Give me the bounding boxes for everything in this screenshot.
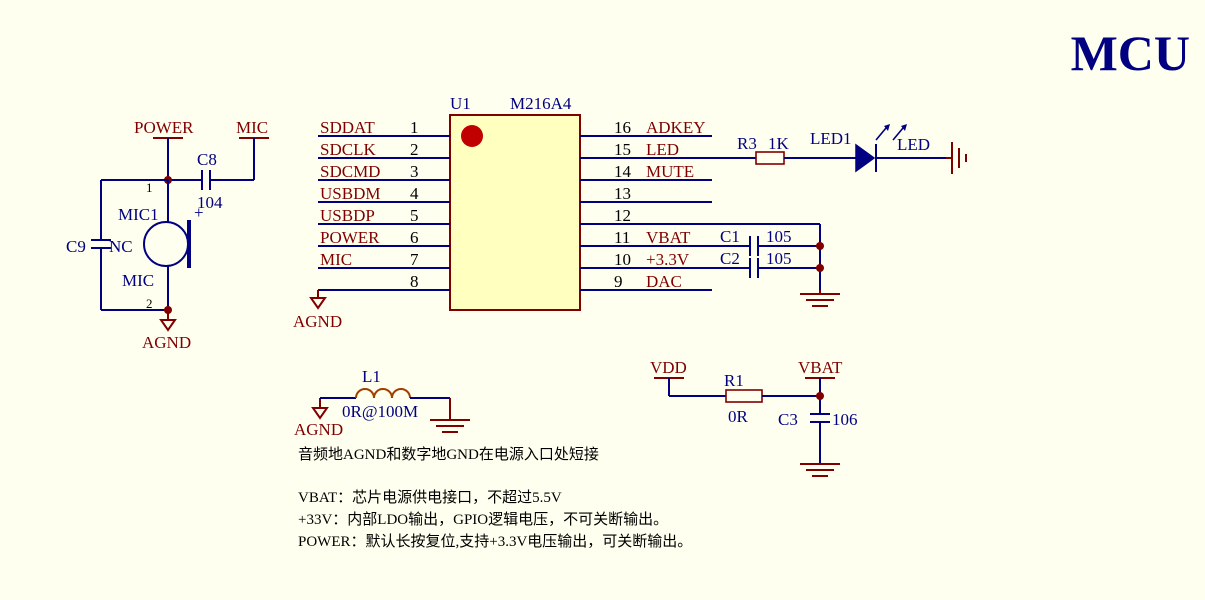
c3-value: 106: [832, 410, 858, 429]
ground-icon: [800, 290, 840, 307]
chip-ref: U1: [450, 94, 471, 113]
notes: 音频地AGND和数字地GND在电源入口处短接 VBAT：芯片电源供电接口，不超过…: [298, 446, 692, 550]
pin1-marker: [461, 125, 483, 147]
vdd-port-label: VDD: [650, 358, 687, 377]
net-label-left: POWER: [320, 228, 380, 247]
chip-part: M216A4: [510, 94, 572, 113]
mic1-pin2: 2: [146, 296, 153, 311]
led-light-arrows-icon: [875, 124, 907, 141]
pin-number: 1: [410, 118, 419, 137]
pin-number: 9: [614, 272, 623, 291]
note-3v3: +33V：内部LDO输出，GPIO逻辑电压，不可关断输出。: [298, 511, 668, 528]
power-port-label: POWER: [134, 118, 194, 137]
agnd-symbol: [159, 319, 177, 332]
net-label-left: SDCLK: [320, 140, 376, 159]
agnd-port-label: AGND: [294, 420, 343, 439]
pin-number: 2: [410, 140, 419, 159]
net-label-right: MUTE: [646, 162, 694, 181]
agnd-symbol: [309, 297, 327, 310]
pin-number: 13: [614, 184, 631, 203]
note-power: POWER：默认长按复位,支持+3.3V电压输出，可关断输出。: [298, 532, 692, 550]
mic1-value: MIC: [122, 271, 154, 290]
pin-number: 3: [410, 162, 419, 181]
net-label-left: USBDM: [320, 184, 380, 203]
pin-number: 6: [410, 228, 419, 247]
agnd-port-label: AGND: [142, 333, 191, 352]
junction-dot: [816, 392, 824, 400]
c1-ref: C1: [720, 227, 740, 246]
chassis-ground-icon: [946, 142, 967, 174]
net-label-left: SDCMD: [320, 162, 380, 181]
decoupling-caps: C1 105 C2 105: [720, 224, 840, 307]
mic-circuit: POWER MIC C8 104 C9 NC MIC1 MIC + 1 2 AG…: [66, 118, 269, 352]
c2-ref: C2: [720, 249, 740, 268]
led1-ref: LED1: [810, 129, 852, 148]
r3-value: 1K: [768, 134, 790, 153]
mic1-pin1: 1: [146, 180, 153, 195]
vbat-circuit: VDD R1 0R VBAT C3 106: [650, 358, 858, 477]
pin-number: 12: [614, 206, 631, 225]
net-label-right: ADKEY: [646, 118, 706, 137]
r1-value: 0R: [728, 407, 749, 426]
pin-number: 4: [410, 184, 419, 203]
mic1-ref: MIC1: [118, 205, 159, 224]
net-label-right: +3.3V: [646, 250, 690, 269]
note-agnd: 音频地AGND和数字地GND在电源入口处短接: [298, 446, 599, 463]
pin-number: 5: [410, 206, 419, 225]
chip-left-pins: SDDAT SDCLK SDCMD USBDM USBDP POWER MIC …: [293, 118, 450, 331]
agnd-gnd-tie: AGND L1 0R@100M: [294, 367, 470, 439]
note-vbat: VBAT：芯片电源供电接口，不超过5.5V: [298, 489, 562, 506]
pin-number: 8: [410, 272, 419, 291]
net-label-right: LED: [646, 140, 679, 159]
chip-u1: U1 M216A4: [449, 94, 581, 311]
net-label-left: USBDP: [320, 206, 375, 225]
r1-ref: R1: [724, 371, 744, 390]
net-label-left: SDDAT: [320, 118, 375, 137]
chip-right-pins: 16 15 14 13 12 11 10 9 ADKEY LED MUTE VB…: [580, 118, 820, 291]
ground-icon: [800, 463, 840, 477]
c9-ref: C9: [66, 237, 86, 256]
c9-value: NC: [109, 237, 133, 256]
junction-dot: [816, 264, 824, 272]
sheet-title: MCU: [1071, 25, 1190, 81]
l1-value: 0R@100M: [342, 402, 418, 421]
led-circuit: R3 1K LED1 LED: [737, 124, 967, 174]
resistor-r3: [755, 151, 785, 165]
agnd-symbol: [311, 407, 329, 420]
pin-number: 14: [614, 162, 632, 181]
pin-number: 16: [614, 118, 631, 137]
microphone-icon: [143, 221, 189, 267]
c1-value: 105: [766, 227, 792, 246]
c3-ref: C3: [778, 410, 798, 429]
junction-dot: [816, 242, 824, 250]
inductor-l1-icon: [355, 388, 411, 399]
l1-ref: L1: [362, 367, 381, 386]
agnd-port-label: AGND: [293, 312, 342, 331]
net-label-left: MIC: [320, 250, 352, 269]
net-label-right: VBAT: [646, 228, 691, 247]
resistor-r1: [725, 389, 763, 403]
c8-value: 104: [197, 193, 223, 212]
pin-number: 15: [614, 140, 631, 159]
r3-ref: R3: [737, 134, 757, 153]
pin-number: 10: [614, 250, 631, 269]
c2-value: 105: [766, 249, 792, 268]
led-port-label: LED: [897, 135, 930, 154]
mic1-polarity: +: [194, 203, 204, 222]
pin-number: 7: [410, 250, 419, 269]
c8-ref: C8: [197, 150, 217, 169]
vbat-port-label: VBAT: [798, 358, 843, 377]
net-label-right: DAC: [646, 272, 682, 291]
mic-port-label: MIC: [236, 118, 268, 137]
ground-icon: [430, 419, 470, 433]
chip-body: [449, 114, 581, 311]
pin-number: 11: [614, 228, 630, 247]
led-diode-icon: [855, 143, 876, 173]
